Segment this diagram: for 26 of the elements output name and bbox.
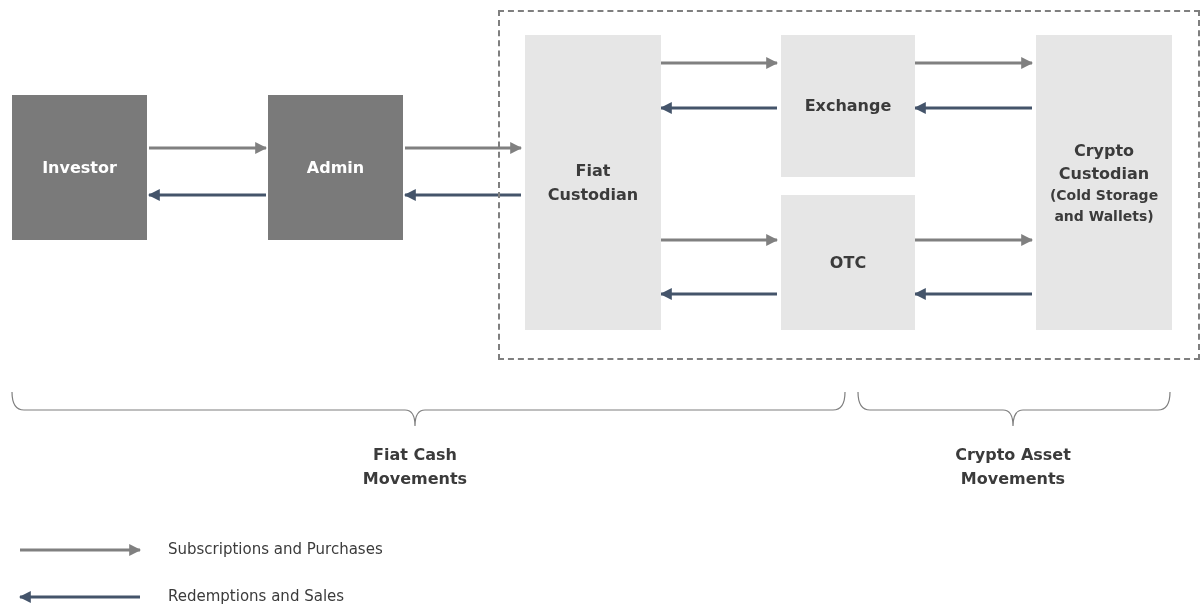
- process-box: [781, 195, 915, 330]
- legend-label: Subscriptions and Purchases: [168, 540, 383, 558]
- bracket-label: Crypto Asset Movements: [954, 444, 1072, 490]
- node-label: OTC: [828, 251, 868, 274]
- node-label: Crypto Custodian: [1057, 140, 1151, 186]
- arrow: [403, 189, 521, 201]
- node-label: Admin: [305, 156, 366, 179]
- arrow: [147, 189, 266, 201]
- legend-label: Redemptions and Sales: [168, 587, 345, 605]
- arrow: [661, 57, 779, 69]
- process-box: [12, 95, 147, 240]
- node-label: Exchange: [803, 95, 893, 118]
- node-label: Investor: [41, 156, 118, 179]
- process-box: [268, 95, 403, 240]
- arrow: [149, 142, 268, 154]
- process-box: [1036, 35, 1172, 330]
- dashed-group-box: [498, 10, 1200, 360]
- arrow: [915, 57, 1034, 69]
- process-box: [781, 35, 915, 177]
- bracket-label: Fiat Cash Movements: [361, 444, 469, 490]
- node-label: (Cold Storage and Wallets): [1048, 186, 1160, 226]
- arrow: [915, 234, 1034, 246]
- arrow: [405, 142, 523, 154]
- node-label: Fiat Custodian: [546, 160, 640, 206]
- process-box: [525, 35, 661, 330]
- arrow: [661, 234, 779, 246]
